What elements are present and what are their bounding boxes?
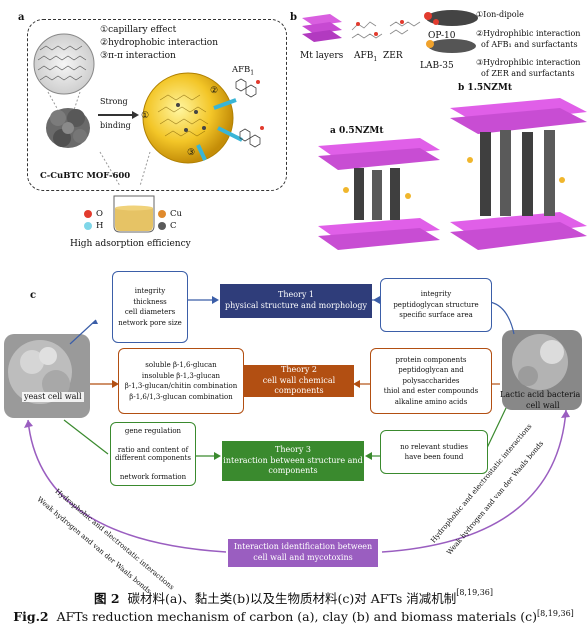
mof-particle (46, 108, 90, 148)
yeast-cell-label: yeast cell wall (22, 392, 84, 402)
beaker-icon (113, 195, 155, 233)
nzmt-layers-b (450, 98, 587, 250)
legend-h: H (96, 221, 104, 231)
mechanism-pi-pi: ③π-π interaction (100, 51, 176, 61)
mechanism-afb-surfactant: ②Hydrophibic interaction (476, 29, 581, 38)
op10-molecule (424, 10, 478, 26)
op10-label: OP-10 (428, 31, 456, 41)
right-structure-box: integrity peptidoglycan structure specif… (380, 278, 492, 332)
lab35-label: LAB-35 (420, 61, 454, 71)
left1-item: network pore size (118, 318, 182, 327)
lab-cell-label: Lactic acid bacteria (500, 390, 581, 399)
golden-sphere (142, 72, 243, 164)
theory1-subtitle: physical structure and morphology (225, 301, 367, 310)
mechanism-zer-surfactant: ③Hydrophibic interaction (476, 58, 581, 67)
mt-layers-label: Mt layers (300, 51, 344, 61)
panel-b-letter: b (290, 12, 297, 23)
right2-item: peptidoglycan and polysaccharides (398, 366, 464, 385)
legend-o: O (96, 209, 103, 219)
left2-item: insoluble β-1,3-glucan (141, 371, 221, 380)
theory3-title: Theory 3 (274, 444, 311, 454)
mechanism-capillary: ①capillary effect (100, 25, 177, 35)
marker-3: ③ (187, 148, 196, 158)
binding-label-2: binding (100, 121, 131, 130)
right1-item: peptidoglycan structure (393, 300, 479, 309)
afb-zer-molecules (351, 20, 421, 39)
left3-item: network formation (119, 472, 187, 481)
left-structure-box: integrity thickness cell diameters netwo… (112, 271, 188, 343)
theory2-box: Theory 2 cell wall chemical components (244, 365, 354, 397)
left3-item: gene regulation (124, 427, 182, 435)
afb-b-label: AFB1 (354, 51, 378, 63)
marker-2: ② (210, 86, 219, 96)
theory1-title: Theory 1 (277, 290, 314, 300)
marker-1: ① (141, 111, 150, 121)
caption-chinese: 图 2 碳材料(a)、黏土类(b)以及生物质材料(c)对 AFTs 消减机制[8… (93, 588, 493, 606)
bottom-line2: cell wall and mycotoxins (253, 553, 353, 562)
lab35-molecule (426, 39, 476, 53)
lab-cell-image (502, 330, 582, 410)
panel-b-graphics (302, 10, 587, 250)
mechanism-hydrophobic: ②hydrophobic interaction (100, 38, 218, 48)
panel-a-letter: a (18, 12, 25, 23)
right1-item: integrity (420, 290, 452, 299)
right2-item: thiol and ester compounds (383, 387, 479, 396)
efficiency-label: High adsorption efficiency (70, 239, 191, 249)
left3-item: ratio and content of (117, 445, 189, 454)
caption-english: Fig.2 AFTs reduction mechanism of carbon… (13, 609, 574, 624)
right-components-box: protein components peptidoglycan and pol… (370, 348, 492, 414)
left2-item: soluble β-1,6-glucan (145, 361, 217, 369)
nzmt-layers-a (318, 138, 440, 250)
afb-label: AFB1 (232, 65, 255, 77)
sub-a-label: a 0.5NZMt (330, 126, 384, 136)
theory2-title: Theory 2 (280, 364, 317, 374)
binding-label: Strong (100, 97, 128, 106)
left1-item: thickness (133, 297, 167, 306)
right3-item: no relevant studies (400, 442, 468, 451)
right3-item: have been found (404, 453, 464, 461)
yeast-cell-image (4, 334, 90, 418)
panel-c-letter: c (30, 290, 37, 301)
theory2-subtitle: cell wall chemical components (262, 375, 336, 396)
panel-a-frame (27, 19, 287, 191)
sub-b-label: b 1.5NZMt (458, 83, 512, 93)
mechanism-zer-surfactant-2: of ZER and surfactants (481, 69, 575, 78)
right2-item: alkaline amino acids (394, 397, 468, 406)
left-components-box: soluble β-1,6-glucan insoluble β-1,3-glu… (118, 348, 244, 414)
left3-item: different components (115, 454, 191, 462)
theory3-subtitle-2: components (268, 466, 318, 476)
mt-layers-icon (302, 14, 342, 42)
theory3-box: Theory 3 interaction between structure a… (222, 441, 364, 481)
left2-item: β-1,3-glucan/chitin combination (124, 382, 238, 390)
interaction-identification-box: Interaction identification between cell … (228, 539, 378, 567)
graphene-zoom-circle (33, 33, 95, 95)
lab-cell-label-2: cell wall (526, 401, 560, 410)
zer-label: ZER (383, 51, 403, 61)
surfactant-chains (343, 130, 565, 220)
mof-label: C-CuBTC MOF-600 (40, 171, 131, 181)
theory1-box: Theory 1 physical structure and morpholo… (220, 284, 372, 318)
panel-a-graphics (33, 33, 264, 233)
left-interaction-box: gene regulation ratio and content of dif… (110, 422, 196, 486)
bottom-line1: Interaction identification between (233, 542, 373, 552)
afb-molecule (235, 78, 264, 148)
left2-item: β-1,6/1,3-glucan combination (129, 392, 233, 401)
right-interaction-box: no relevant studies have been found (380, 430, 488, 474)
left1-item: cell diameters (124, 308, 176, 316)
theory3-subtitle: interaction between structure and (223, 455, 363, 465)
mechanism-afb-surfactant-2: of AFB₁ and surfactants (481, 40, 578, 49)
right1-item: specific surface area (399, 311, 473, 320)
legend-c: C (170, 221, 177, 231)
right2-item: protein components (395, 355, 467, 364)
legend-cu: Cu (170, 209, 182, 219)
left1-item: integrity (134, 287, 166, 295)
mechanism-ion-dipole: ①Ion-dipole (476, 10, 524, 19)
